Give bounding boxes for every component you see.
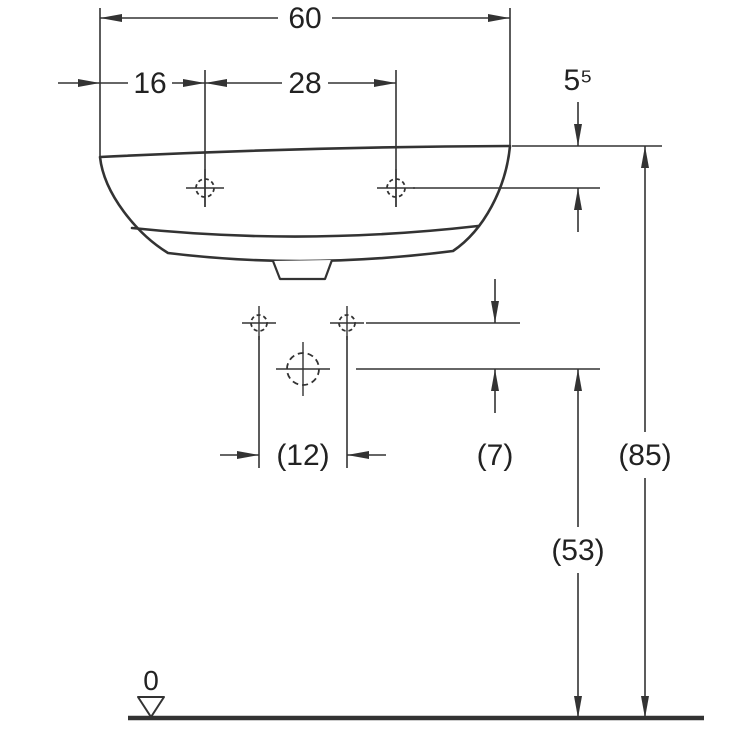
dim-tap-hole-offset: 16	[58, 67, 205, 100]
dim-drain-height: (53)	[551, 369, 605, 718]
datum-marker: 0	[137, 665, 165, 718]
arrowhead-outside	[78, 79, 100, 87]
dim-label-fixing-spacing: (12)	[276, 439, 329, 472]
datum-triangle-icon	[137, 696, 165, 718]
arrowhead-down	[641, 696, 649, 718]
arrowhead-down	[491, 301, 499, 323]
dim-label-rim-to-tap-drop: 5⁵	[563, 64, 592, 97]
dim-tap-hole-spacing: 28	[204, 67, 397, 207]
datum-label: 0	[143, 665, 159, 696]
drain-hole	[276, 342, 330, 396]
basin-drain-notch	[271, 259, 334, 281]
tap-hole-left	[186, 169, 224, 207]
dim-label-tap-hole-offset: 16	[133, 67, 166, 100]
basin-silhouette	[98, 144, 512, 263]
arrowhead-up	[574, 369, 582, 391]
arrowhead-right	[374, 79, 396, 87]
fixing-hole-left	[242, 306, 276, 340]
dim-overall-width: 60	[99, 2, 511, 157]
dim-overall-height: (85)	[618, 146, 672, 718]
arrowhead-up	[574, 188, 582, 210]
dim-fixing-spacing: (12)	[220, 336, 386, 472]
arrowhead-right	[183, 79, 205, 87]
dim-label-tap-hole-spacing: 28	[288, 67, 321, 100]
washbasin-outline	[98, 144, 512, 281]
arrowhead-down	[574, 696, 582, 718]
dim-label-drain-height: (53)	[551, 534, 604, 567]
dim-label-fixing-to-drain: (7)	[477, 439, 514, 472]
fixing-hole-right	[330, 306, 364, 340]
arrowhead-left	[347, 451, 369, 459]
arrowhead-left	[205, 79, 227, 87]
arrowhead-down	[574, 124, 582, 146]
dim-label-overall-width: 60	[288, 2, 321, 35]
arrowhead-up	[491, 369, 499, 391]
dim-rim-to-tap-drop: 5⁵	[413, 64, 662, 232]
basin-front-edge-line	[130, 224, 480, 238]
dim-label-overall-height: (85)	[618, 439, 671, 472]
arrowhead-right	[488, 14, 510, 22]
arrowhead-up	[641, 146, 649, 168]
arrowhead-left	[100, 14, 122, 22]
arrowhead-right	[237, 451, 259, 459]
tap-hole-right	[377, 169, 415, 207]
dim-fixing-to-drain: (7)	[356, 279, 600, 472]
